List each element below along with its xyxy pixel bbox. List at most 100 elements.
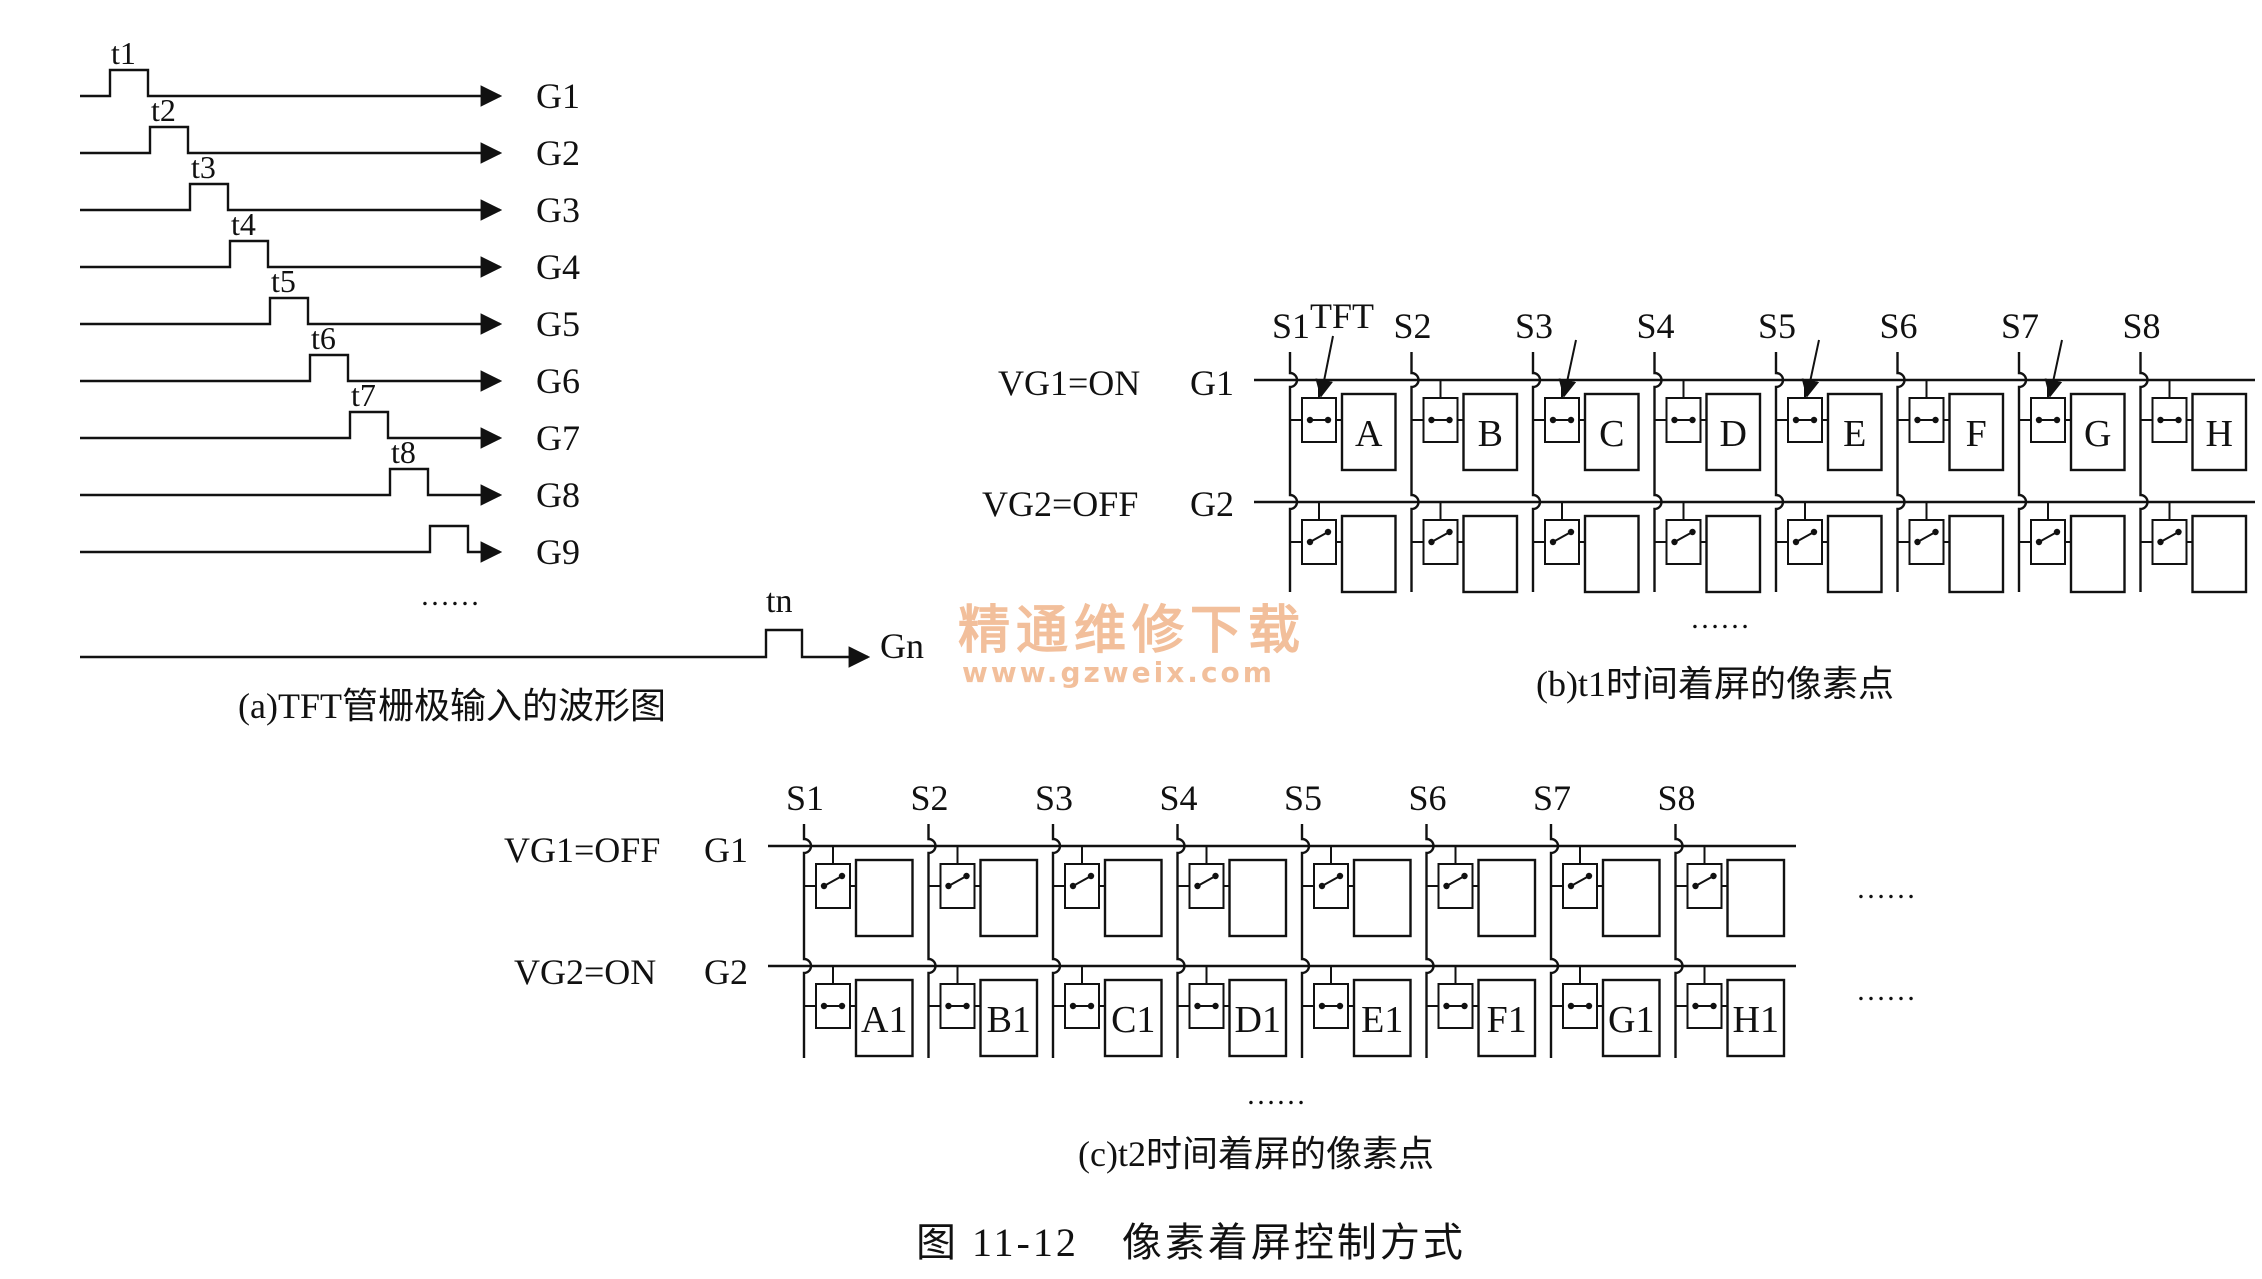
source-line xyxy=(1674,824,1684,1058)
b-row1-state: VG1=ON xyxy=(998,363,1140,403)
c-dots: …… xyxy=(1246,1078,1306,1111)
tft-pointer xyxy=(1315,335,1334,398)
pixel-lit xyxy=(1705,392,1762,472)
gate-waveform xyxy=(80,125,503,164)
gate-waveform xyxy=(80,68,503,107)
caption-c: (c)t2时间着屏的像素点 xyxy=(1078,1134,1434,1174)
pixel-unlit xyxy=(1726,858,1786,938)
gate-label: G2 xyxy=(536,133,580,173)
source-label: S7 xyxy=(2001,306,2039,346)
watermark-cn: 精通维修下载 xyxy=(958,601,1306,661)
pixel-lit xyxy=(1340,392,1397,472)
c-row2-gate: G2 xyxy=(704,952,748,992)
gate-waveform xyxy=(80,524,503,563)
pulse-label: t1 xyxy=(111,35,136,71)
pulse-label: t4 xyxy=(231,206,256,242)
pixel-unlit xyxy=(1352,858,1412,938)
gate-label: G4 xyxy=(536,247,580,287)
source-line xyxy=(1549,824,1560,1058)
source-line xyxy=(1425,824,1435,1058)
switch-open xyxy=(1917,531,1936,543)
c-row1-state: VG1=OFF xyxy=(504,830,660,870)
figure-caption: 图 11-12 像素着屏控制方式 xyxy=(916,1220,1466,1265)
gate-label: G3 xyxy=(536,190,580,230)
source-label: S1 xyxy=(1272,306,1310,346)
source-line xyxy=(1653,352,1663,592)
pulse-label: t3 xyxy=(191,149,216,185)
pixel-unlit xyxy=(2069,514,2126,594)
caption-b: (b)t1时间着屏的像素点 xyxy=(1536,664,1894,704)
pixel-unlit xyxy=(1601,858,1661,938)
pixel-unlit xyxy=(1103,858,1163,938)
source-line xyxy=(1896,352,1906,592)
switch-open xyxy=(1197,875,1216,887)
pixel-unlit xyxy=(1705,514,1762,594)
pixel-unlit xyxy=(1477,858,1537,938)
source-label: S6 xyxy=(1409,778,1447,818)
source-line xyxy=(927,824,937,1058)
pixel-lit xyxy=(1352,978,1412,1058)
tft-pointer xyxy=(1558,339,1577,398)
pixel-lit xyxy=(1583,392,1640,472)
pixel-label: H xyxy=(2206,413,2233,455)
source-line xyxy=(1051,824,1062,1058)
pixel-unlit xyxy=(1340,514,1397,594)
switch-open xyxy=(1072,875,1092,887)
watermark-url: www.gzweix.com xyxy=(962,656,1275,689)
pixel-label: D xyxy=(1720,413,1747,455)
gate-waveform xyxy=(80,182,503,221)
pixel-label: C1 xyxy=(1111,999,1155,1041)
tft-pointer xyxy=(2044,339,2063,398)
source-label: S1 xyxy=(786,778,824,818)
gate-waveform-n xyxy=(80,628,871,668)
pulse-label: t5 xyxy=(271,263,296,299)
b-row2-gate: G2 xyxy=(1190,484,1234,524)
source-label: S2 xyxy=(1394,306,1432,346)
pixel-label: A1 xyxy=(861,999,907,1041)
gate-label: G7 xyxy=(536,418,580,458)
gate-label: G6 xyxy=(536,361,580,401)
switch-open xyxy=(1795,531,1815,543)
gate-waveform xyxy=(80,296,503,335)
tft-pointer xyxy=(1801,339,1820,398)
pixel-unlit xyxy=(1948,514,2005,594)
source-line xyxy=(1176,824,1186,1058)
source-line xyxy=(1288,352,1299,592)
pixel-label: H1 xyxy=(1733,999,1779,1041)
source-label: S8 xyxy=(2123,306,2161,346)
pixel-unlit xyxy=(979,858,1039,938)
switch-open xyxy=(1674,531,1693,543)
b-row1-gate: G1 xyxy=(1190,363,1234,403)
gate-label: G9 xyxy=(536,532,580,572)
source-label: S5 xyxy=(1758,306,1796,346)
pixel-lit xyxy=(2069,392,2126,472)
pixel-lit xyxy=(979,978,1039,1058)
pixel-label: F1 xyxy=(1487,999,1527,1041)
pixel-label: A xyxy=(1355,413,1383,455)
b-row2-state: VG2=OFF xyxy=(982,484,1138,524)
source-label: S3 xyxy=(1035,778,1073,818)
waveform-dots: …… xyxy=(420,579,480,612)
switch-open xyxy=(1309,531,1329,543)
pixel-lit xyxy=(1601,978,1661,1058)
source-line xyxy=(1300,824,1311,1058)
caption-a: (a)TFT管栅极输入的波形图 xyxy=(238,686,666,726)
gate-label: G1 xyxy=(536,76,580,116)
pixel-label: F xyxy=(1966,413,1987,455)
pixel-lit xyxy=(1826,392,1883,472)
switch-open xyxy=(2160,531,2179,543)
switch-open xyxy=(1695,875,1714,887)
pulse-label: t2 xyxy=(151,92,176,128)
switch-open xyxy=(948,875,967,887)
pixel-label: G xyxy=(2084,413,2111,455)
switch-open xyxy=(1570,875,1590,887)
pixel-unlit xyxy=(1462,514,1519,594)
source-label: S8 xyxy=(1658,778,1696,818)
pulse-label: t7 xyxy=(351,377,376,413)
pixel-label: G1 xyxy=(1608,999,1654,1041)
pixel-lit xyxy=(1462,392,1519,472)
c-row2-dots: …… xyxy=(1856,974,1916,1007)
